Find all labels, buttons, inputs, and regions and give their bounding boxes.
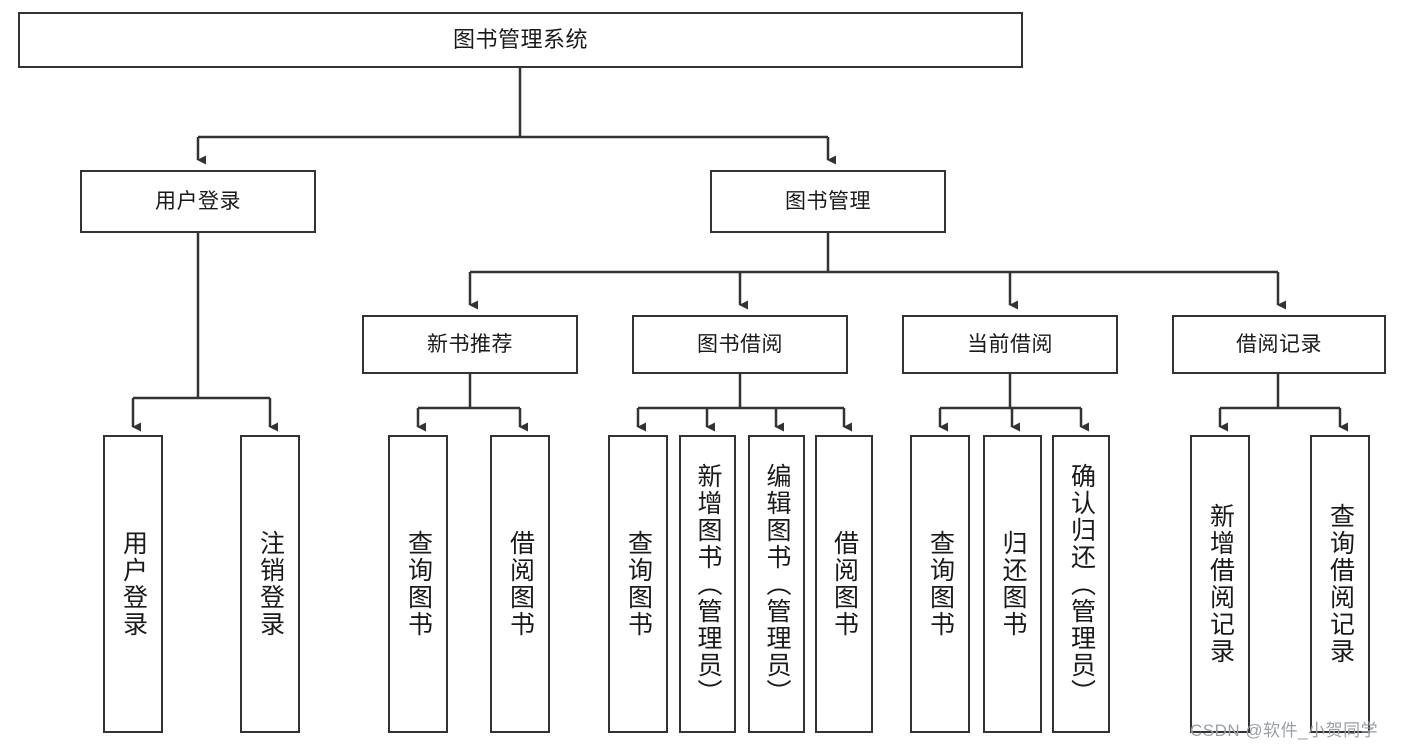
leaf-label: 确认归还（管理员）: [1067, 462, 1096, 706]
node-book-borrow-label: 图书借阅: [697, 332, 783, 356]
node-new-book-recommend-label: 新书推荐: [427, 332, 513, 356]
leaf-borrow-query-book[interactable]: 查询图书: [608, 435, 668, 733]
leaf-record-query[interactable]: 查询借阅记录: [1310, 435, 1370, 733]
node-new-book-recommend[interactable]: 新书推荐: [362, 315, 578, 374]
csdn-watermark: CSDN @软件_小贺同学: [1190, 721, 1379, 740]
node-borrow-record[interactable]: 借阅记录: [1172, 315, 1386, 374]
leaf-label: 新增借阅记录: [1206, 503, 1235, 665]
node-book-management-label: 图书管理: [785, 189, 871, 213]
node-root[interactable]: 图书管理系统: [18, 12, 1023, 68]
leaf-current-confirm-return[interactable]: 确认归还（管理员）: [1052, 435, 1110, 733]
leaf-record-add[interactable]: 新增借阅记录: [1190, 435, 1250, 733]
leaf-label: 注销登录: [256, 530, 285, 638]
node-current-borrow-label: 当前借阅: [967, 332, 1053, 356]
node-book-management[interactable]: 图书管理: [710, 170, 946, 233]
node-user-login[interactable]: 用户登录: [80, 170, 316, 233]
leaf-label: 新增图书（管理员）: [694, 462, 722, 706]
leaf-new-book-borrow[interactable]: 借阅图书: [490, 435, 550, 733]
leaf-label: 查询图书: [926, 530, 955, 638]
leaf-user-login-signin[interactable]: 用户登录: [103, 435, 163, 733]
node-root-label: 图书管理系统: [452, 26, 588, 52]
leaf-new-book-query[interactable]: 查询图书: [388, 435, 448, 733]
leaf-label: 借阅图书: [830, 530, 859, 638]
leaf-borrow-borrow-book[interactable]: 借阅图书: [815, 435, 873, 733]
leaf-label: 用户登录: [119, 530, 148, 638]
leaf-borrow-add-book[interactable]: 新增图书（管理员）: [679, 435, 736, 733]
node-current-borrow[interactable]: 当前借阅: [902, 315, 1118, 374]
leaf-current-return-book[interactable]: 归还图书: [983, 435, 1042, 733]
leaf-user-login-signout[interactable]: 注销登录: [240, 435, 300, 733]
leaf-label: 查询借阅记录: [1326, 503, 1355, 665]
leaf-borrow-edit-book[interactable]: 编辑图书（管理员）: [748, 435, 805, 733]
leaf-label: 编辑图书（管理员）: [763, 462, 791, 706]
node-user-login-label: 用户登录: [155, 189, 241, 213]
leaf-current-query-book[interactable]: 查询图书: [910, 435, 970, 733]
leaf-label: 查询图书: [624, 530, 653, 638]
node-book-borrow[interactable]: 图书借阅: [632, 315, 848, 374]
node-borrow-record-label: 借阅记录: [1236, 332, 1322, 356]
leaf-label: 归还图书: [999, 530, 1027, 638]
leaf-label: 查询图书: [404, 530, 433, 638]
leaf-label: 借阅图书: [506, 530, 535, 638]
